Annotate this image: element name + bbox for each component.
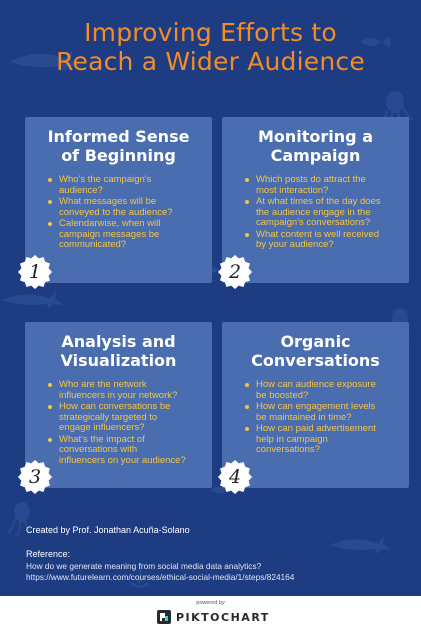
title-line-2: Reach a Wider Audience	[56, 47, 365, 76]
card-title: Analysis and Visualization	[25, 332, 212, 370]
infographic-poster: Improving Efforts to Reach a Wider Audie…	[0, 0, 421, 596]
card-title-line: Monitoring a	[257, 127, 373, 146]
question-list: Who's the campaign's audience? What mess…	[25, 174, 212, 251]
question-item: How can paid advertisement help in campa…	[245, 423, 409, 456]
question-item: What messages will be conveyed to the au…	[48, 196, 212, 218]
reference-url[interactable]: https://www.futurelearn.com/courses/ethi…	[26, 572, 295, 582]
card-title: Organic Conversations	[222, 332, 409, 370]
card-monitoring-campaign: Monitoring a Campaign Which posts do att…	[222, 117, 409, 283]
question-list: Who are the network influencers in your …	[25, 379, 212, 467]
piktochart-logo-icon	[157, 610, 171, 624]
card-title-line: Conversations	[251, 351, 380, 370]
card-title-line: Campaign	[270, 146, 361, 165]
question-item: At what times of the day does the audien…	[245, 196, 409, 229]
question-item: Who are the network influencers in your …	[48, 379, 212, 401]
piktochart-brand[interactable]: PIKTOCHART	[157, 610, 270, 624]
title-line-1: Improving Efforts to	[84, 18, 337, 47]
question-list: Which posts do attract the most interact…	[222, 174, 409, 251]
question-item: How can conversations be strategically t…	[48, 401, 212, 434]
question-list: How can audience exposure be boosted? Ho…	[222, 379, 409, 456]
reference-label: Reference:	[26, 549, 71, 559]
card-title-line: of Beginning	[61, 146, 176, 165]
question-item: How can audience exposure be boosted?	[245, 379, 409, 401]
sea-creatures-decoration	[2, 36, 414, 589]
card-title: Informed Sense of Beginning	[25, 127, 212, 165]
card-analysis-visualization: Analysis and Visualization Who are the n…	[25, 322, 212, 488]
card-informed-sense: Informed Sense of Beginning Who's the ca…	[25, 117, 212, 283]
card-title-line: Organic	[280, 332, 351, 351]
question-item: Which posts do attract the most interact…	[245, 174, 409, 196]
card-title-line: Analysis and	[61, 332, 176, 351]
card-title-line: Visualization	[60, 351, 177, 370]
question-item: How can engagement levels be maintained …	[245, 401, 409, 423]
footer: powered by PIKTOCHART	[0, 596, 421, 637]
powered-by-label: powered by	[196, 600, 225, 606]
card-title-line: Informed Sense	[47, 127, 190, 146]
question-item: Who's the campaign's audience?	[48, 174, 212, 196]
brand-name: PIKTOCHART	[176, 610, 270, 624]
question-item: Calendarwise, when will campaign message…	[48, 218, 212, 251]
author-credit: Created by Prof. Jonathan Acuña-Solano	[26, 525, 190, 535]
reference-title: How do we generate meaning from social m…	[26, 561, 262, 571]
question-item: What's the impact of conversations with …	[48, 434, 212, 467]
card-title: Monitoring a Campaign	[222, 127, 409, 165]
card-organic-conversations: Organic Conversations How can audience e…	[222, 322, 409, 488]
page-title: Improving Efforts to Reach a Wider Audie…	[0, 18, 421, 76]
question-item: What content is well received by your au…	[245, 229, 409, 251]
